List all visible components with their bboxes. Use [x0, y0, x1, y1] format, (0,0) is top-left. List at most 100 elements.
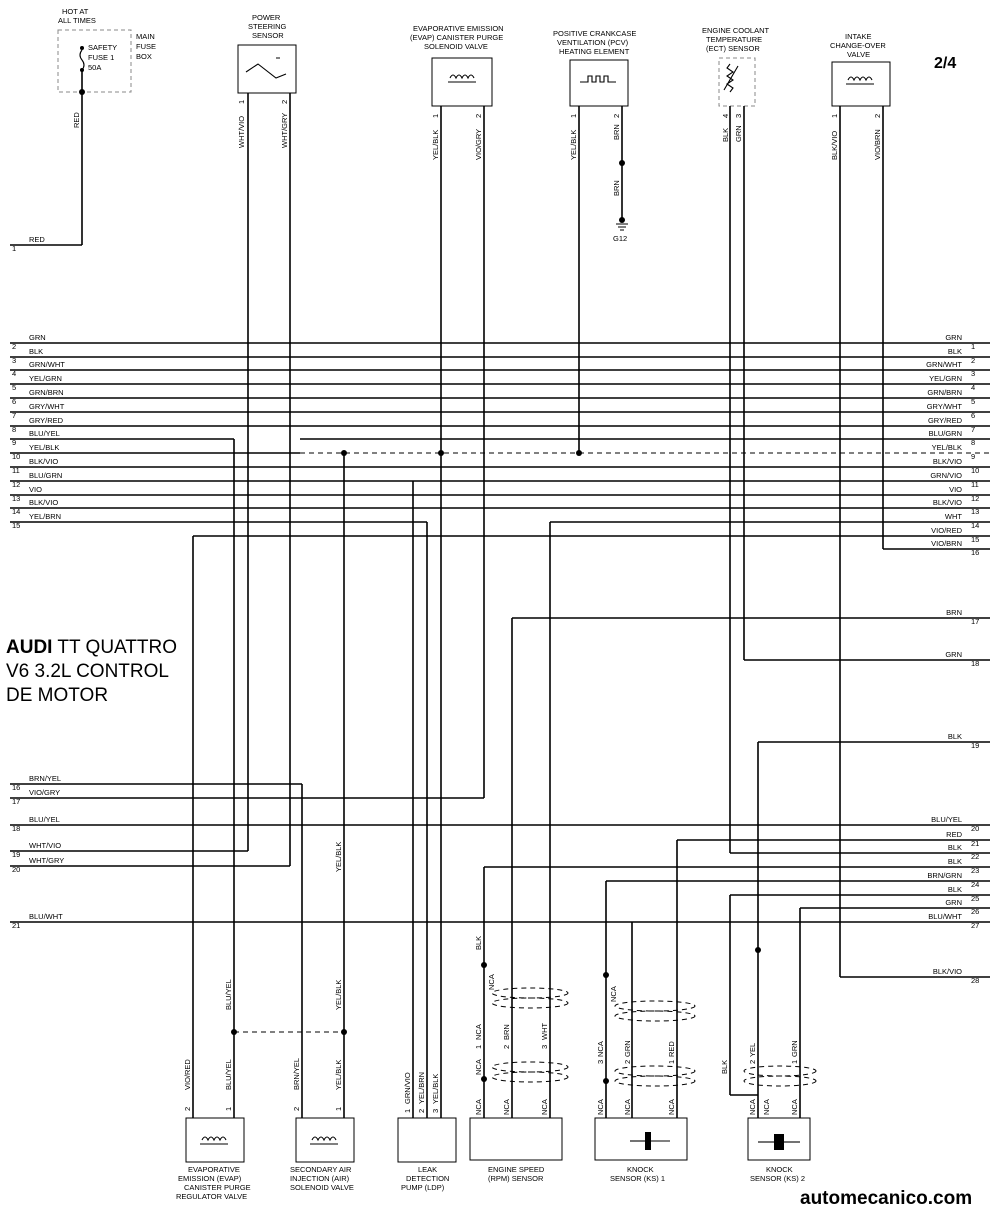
left-wire-number: 9	[12, 438, 16, 447]
right-wire-color: BLK	[948, 843, 962, 852]
rpm-upper-wire-2: NCA	[487, 974, 496, 990]
bus-wires	[10, 342, 990, 509]
right-wire-number: 11	[971, 480, 979, 489]
left-wire-color: GRN/BRN	[29, 388, 64, 397]
left-wire-color: WHT/GRY	[29, 856, 64, 865]
ect-sensor: ENGINE COOLANT TEMPERATURE (ECT) SENSOR …	[702, 26, 770, 142]
pcv-wire-2-label: BRN	[612, 124, 621, 140]
right-wire-color: GRY/RED	[928, 416, 963, 425]
knock-sensor-2: BLK YEL GRN 2 1 NCA NCA NCA KNOCK SENSOR…	[720, 1040, 817, 1183]
right-wire-color: GRN/BRN	[927, 388, 962, 397]
intake-label-3: VALVE	[847, 50, 870, 59]
rpm-upper-wire-6: NCA	[474, 1059, 483, 1075]
left-wire-number: 5	[12, 383, 16, 392]
right-wire-color: WHT	[945, 512, 962, 521]
right-wire-color: BLK	[948, 857, 962, 866]
right-wire-number: 12	[971, 494, 979, 503]
right-wire-number: 21	[971, 839, 979, 848]
evap-pin-2: 2	[474, 114, 483, 118]
right-wire-color: BLK	[948, 885, 962, 894]
ks1-label-1: KNOCK	[627, 1165, 654, 1174]
right-wire-color: BLK/VIO	[933, 967, 962, 976]
right-wire-color: BLK	[948, 347, 962, 356]
air-wire-1-label: BRN/YEL	[292, 1058, 301, 1090]
ks1-upper-wire-2: NCA	[596, 1041, 605, 1057]
left-wire-color: BLK	[29, 347, 43, 356]
evap-wire-2-label: VIO/GRY	[474, 129, 483, 160]
pcv-label-3: HEATING ELEMENT	[559, 47, 630, 56]
main-fuse-box: HOT AT ALL TIMES SAFETY FUSE 1 50A MAIN …	[10, 7, 156, 246]
ldp-label-2: DETECTION	[406, 1174, 449, 1183]
knock-sensor-1: NCA NCA GRN RED 3 2 1 NCA NCA NCA KNOCK …	[594, 986, 696, 1183]
air-label-3: SOLENOID VALVE	[290, 1183, 354, 1192]
footer-watermark: automecanico.com	[800, 1188, 973, 1209]
ect-label-1: ENGINE COOLANT	[702, 26, 770, 35]
intake-change-over-valve: INTAKE CHANGE-OVER VALVE BLK/VIO VIO/BRN…	[830, 32, 891, 160]
air-upper-wire-label-2: YEL/BLK	[334, 980, 343, 1010]
left-wire-labels: 1RED2GRN3BLK4GRN/WHT5YEL/GRN6GRN/BRN7GRY…	[12, 235, 65, 930]
right-wire-number: 6	[971, 411, 975, 420]
air-label-2: INJECTION (AIR)	[290, 1174, 350, 1183]
right-wire-number: 26	[971, 907, 979, 916]
right-wire-color: BLU/YEL	[931, 815, 962, 824]
right-wire-color: GRY/WHT	[927, 402, 963, 411]
right-wire-number: 1	[971, 342, 975, 351]
left-wire-color: VIO/GRY	[29, 788, 60, 797]
right-wire-number: 4	[971, 383, 975, 392]
coil-icon	[846, 76, 874, 85]
left-wire-number: 15	[12, 521, 20, 530]
ground-label: G12	[613, 234, 627, 243]
right-wire-number: 5	[971, 397, 975, 406]
reg-upper-wire-label: BLU/YEL	[224, 979, 233, 1010]
ldp-label-1: LEAK	[418, 1165, 437, 1174]
page-number: 2/4	[934, 55, 957, 72]
ps-label-3: SENSOR	[252, 31, 284, 40]
ect-pin-4: 4	[721, 114, 730, 118]
pcv-label-2: VENTILATION (PCV)	[557, 38, 629, 47]
left-wire-color: YEL/BLK	[29, 443, 59, 452]
left-wire-color: BLK/VIO	[29, 498, 58, 507]
ldp-pin-2: 2	[417, 1109, 426, 1113]
reg-label-3: CANISTER PURGE	[184, 1183, 251, 1192]
rpm-label-2: (RPM) SENSOR	[488, 1174, 544, 1183]
left-wire-number: 18	[12, 824, 20, 833]
left-wire-number: 16	[12, 783, 20, 792]
right-wire-number: 13	[971, 507, 979, 516]
fuse-label-2: FUSE 1	[88, 53, 114, 62]
right-wire-color: VIO/BRN	[931, 539, 962, 548]
rpm-sensor: BLK NCA NCA BRN WHT NCA 1 2 3 NCA NCA NC…	[469, 936, 569, 1183]
left-wire-number: 10	[12, 452, 20, 461]
ks2-lower-wire-1: NCA	[748, 1099, 757, 1115]
right-wire-number: 14	[971, 521, 979, 530]
ect-wire-1-label: BLK	[721, 128, 730, 142]
right-wire-number: 3	[971, 369, 975, 378]
left-wire-color: BLU/YEL	[29, 429, 60, 438]
left-wire-number: 21	[12, 921, 20, 930]
reg-pin-1: 1	[224, 1107, 233, 1111]
left-wire-color: BLU/YEL	[29, 815, 60, 824]
box-label-1: MAIN	[136, 32, 155, 41]
intake-wire-1-label: BLK/VIO	[830, 131, 839, 160]
ps-pin-1: 1	[237, 100, 246, 104]
intake-pin-2: 2	[873, 114, 882, 118]
ect-wire-2-label: GRN	[734, 125, 743, 142]
pcv-label-1: POSITIVE CRANKCASE	[553, 29, 636, 38]
rpm-upper-wire-3: NCA	[474, 1024, 483, 1040]
evap-regulator-valve: VIO/RED BLU/YEL 2 1 BLU/YEL EVAPORATIVE …	[176, 979, 251, 1201]
pcv-pin-1: 1	[569, 114, 578, 118]
right-wire-number: 20	[971, 824, 979, 833]
ks1-lower-wire-2: NCA	[623, 1099, 632, 1115]
right-wire-number: 27	[971, 921, 979, 930]
ks1-pin-1: 1	[667, 1060, 676, 1064]
right-wire-color: VIO	[949, 485, 962, 494]
right-wire-color: BLU/GRN	[929, 429, 962, 438]
all-times-label: ALL TIMES	[58, 16, 96, 25]
evap-pin-1: 1	[431, 114, 440, 118]
intake-pin-1: 1	[830, 114, 839, 118]
right-wire-color: BRN	[946, 608, 962, 617]
rpm-label-1: ENGINE SPEED	[488, 1165, 545, 1174]
right-wire-color: YEL/BLK	[932, 443, 962, 452]
pcv-ground-wire-label: BRN	[612, 180, 621, 196]
right-wire-number: 23	[971, 866, 979, 875]
intake-wire-2-label: VIO/BRN	[873, 129, 882, 160]
